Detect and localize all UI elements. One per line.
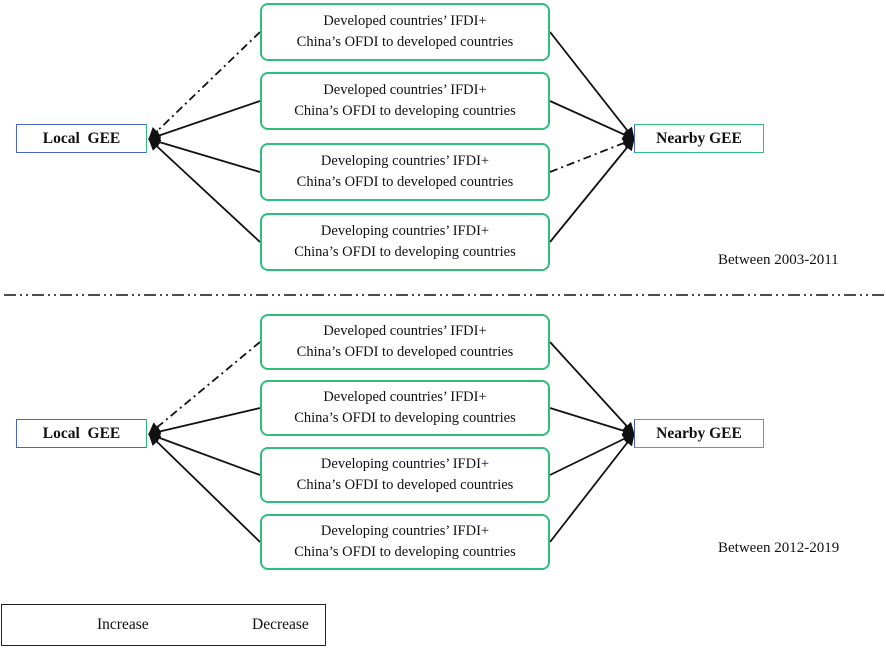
arrow-to-local-gee <box>148 433 261 543</box>
period-label-top: Between 2003-2011 <box>718 252 839 268</box>
channel-box: Developed countries’ IFDI+ China’s OFDI … <box>260 314 550 370</box>
local-gee-label: Local GEE <box>42 424 121 442</box>
arrow-to-nearby-gee <box>549 341 635 435</box>
arrow-to-nearby-gee <box>549 137 635 173</box>
channel-line1: Developing countries’ IFDI+ <box>320 153 490 169</box>
channel-line1: Developed countries’ IFDI+ <box>323 13 487 29</box>
arrow-to-nearby-gee <box>549 433 635 476</box>
channel-box: Developed countries’ IFDI+ China’s OFDI … <box>260 3 550 61</box>
nearby-gee-label: Nearby GEE <box>656 129 742 147</box>
channel-box: Developing countries’ IFDI+ China’s OFDI… <box>260 143 550 201</box>
arrow-to-local-gee <box>148 136 261 173</box>
arrow-to-local-gee <box>148 407 261 438</box>
arrow-to-nearby-gee <box>549 31 635 140</box>
connector-layer <box>148 31 635 543</box>
arrow-to-nearby-gee <box>549 138 635 243</box>
arrow-to-local-gee <box>148 138 261 243</box>
channel-line2: China’s OFDI to developed countries <box>296 174 514 190</box>
local-gee-label: Local GEE <box>42 129 121 147</box>
nearby-gee-label: Nearby GEE <box>656 424 742 442</box>
arrow-to-local-gee <box>148 100 261 142</box>
channel-box: Developed countries’ IFDI+ China’s OFDI … <box>260 380 550 436</box>
channel-line1: Developing countries’ IFDI+ <box>320 523 490 539</box>
arrow-to-local-gee <box>148 31 261 140</box>
channel-line2: China’s OFDI to developing countries <box>294 410 516 426</box>
arrow-to-nearby-gee <box>549 433 635 543</box>
channel-box: Developing countries’ IFDI+ China’s OFDI… <box>260 514 550 570</box>
nearby-gee-node-bottom: Nearby GEE <box>634 419 764 448</box>
legend-increase-label: Increase <box>97 616 149 633</box>
legend <box>1 604 326 646</box>
period-label-bottom: Between 2012-2019 <box>718 540 840 556</box>
arrow-to-local-gee <box>148 341 261 435</box>
channel-line2: China’s OFDI to developed countries <box>296 34 514 50</box>
channel-box: Developed countries’ IFDI+ China’s OFDI … <box>260 72 550 130</box>
channel-line2: China’s OFDI to developed countries <box>296 344 514 360</box>
arrow-to-nearby-gee <box>549 407 635 437</box>
channel-line2: China’s OFDI to developing countries <box>294 244 516 260</box>
channel-box: Developing countries’ IFDI+ China’s OFDI… <box>260 447 550 503</box>
local-gee-node-bottom: Local GEE <box>16 419 147 448</box>
channel-line2: China’s OFDI to developed countries <box>296 477 514 493</box>
channel-line1: Developing countries’ IFDI+ <box>320 456 490 472</box>
channel-line1: Developed countries’ IFDI+ <box>323 82 487 98</box>
channel-line1: Developing countries’ IFDI+ <box>320 223 490 239</box>
nearby-gee-node-top: Nearby GEE <box>634 124 764 153</box>
arrow-to-local-gee <box>148 432 261 476</box>
channel-box: Developing countries’ IFDI+ China’s OFDI… <box>260 213 550 271</box>
channel-line1: Developed countries’ IFDI+ <box>323 389 487 405</box>
local-gee-node-top: Local GEE <box>16 124 147 153</box>
channel-line1: Developed countries’ IFDI+ <box>323 323 487 339</box>
channel-line2: China’s OFDI to developing countries <box>294 103 516 119</box>
arrow-to-nearby-gee <box>549 100 635 140</box>
channel-line2: China’s OFDI to developing countries <box>294 544 516 560</box>
legend-decrease-label: Decrease <box>252 616 309 633</box>
